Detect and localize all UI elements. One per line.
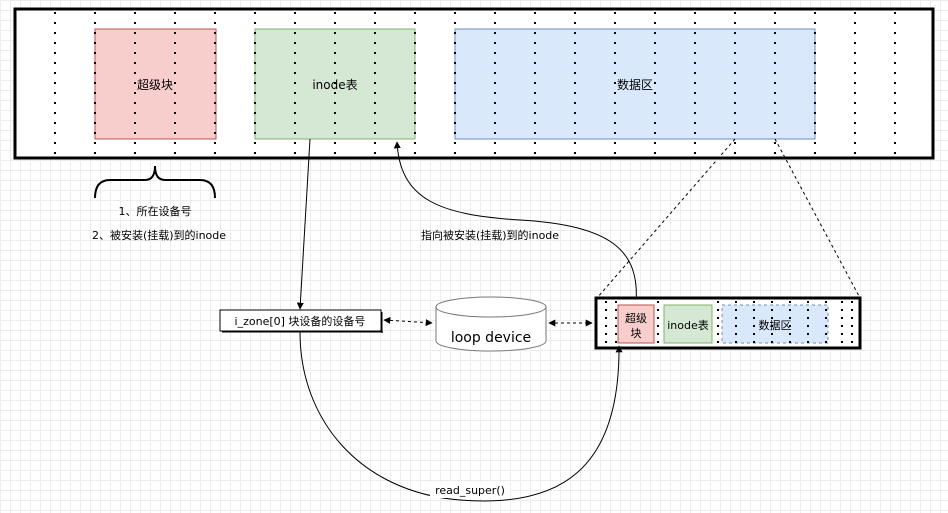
read-super-label-bg: [430, 482, 510, 498]
loop-device-cylinder: loop device: [435, 296, 547, 352]
mini-inode-table-box: [663, 304, 713, 344]
zoom-line-right: [774, 138, 861, 299]
disk-bar: 超级块 inode表 数据区: [13, 7, 935, 160]
loop-device-label: loop device: [451, 330, 531, 346]
izone-loop-link: [383, 316, 433, 327]
mini-disk: 超级 块 inode表 数据区: [594, 296, 862, 350]
zoom-line-left: [596, 138, 736, 299]
read-super-label: read_super(): [435, 484, 505, 497]
mini-super-block-label-1: 超级: [625, 311, 647, 325]
mini-inode-table-label: inode表: [667, 318, 709, 332]
note-device-number: 1、所在设备号: [119, 204, 192, 218]
block-dividers: [54, 12, 896, 156]
inode-to-izone-arrow: [296, 138, 311, 310]
mini-super-block-label-2: 块: [631, 327, 642, 340]
read-super-curve: [299, 331, 623, 502]
mini-data-area-label: 数据区: [759, 318, 792, 332]
izone-label: i_zone[0] 块设备的设备号: [235, 314, 366, 328]
mini-super-block-box: [617, 304, 655, 344]
super-block-box: [94, 28, 217, 140]
mount-pointer-label: 指向被安装(挂载)到的inode: [421, 228, 559, 242]
note-mounted-inode: 2、被安装(挂载)到的inode: [92, 228, 226, 242]
mini-data-area-box: [721, 304, 829, 344]
super-block-brace: [94, 165, 216, 199]
inode-table-label: inode表: [312, 78, 357, 92]
izone-box: i_zone[0] 块设备的设备号: [219, 309, 383, 333]
super-block-label: 超级块: [137, 77, 173, 92]
data-area-box: [454, 28, 816, 140]
data-area-label: 数据区: [617, 77, 653, 92]
mount-pointer-curve: [393, 141, 637, 304]
